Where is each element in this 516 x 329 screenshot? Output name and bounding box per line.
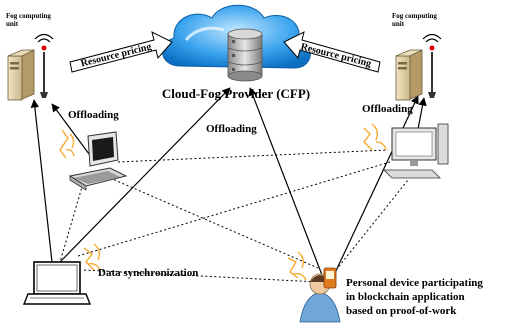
antenna-right-icon (422, 33, 442, 98)
dotted-laptop-to-pc-right (77, 161, 391, 257)
link-phone-to-fog-right (333, 95, 419, 276)
dotted-links (59, 149, 409, 283)
dotted-desktop-to-pc-right (117, 149, 389, 163)
dotted-phone-to-pc-right (335, 179, 409, 271)
antenna-left-icon (34, 33, 54, 98)
fog-server-left-icon (7, 49, 35, 101)
fog-server-right-icon (395, 49, 423, 101)
wifi-signal-desktop-icon (59, 129, 75, 159)
wifi-signal-laptop-icon (83, 243, 101, 271)
personal-device-line3: based on proof-of-work (346, 305, 457, 317)
resource-pricing-arrow-left: Resource pricing (69, 31, 173, 73)
fog-right-label-line2: unit (392, 20, 405, 28)
wifi-signal-phone-icon (287, 251, 307, 281)
pc-right-icon (383, 123, 449, 179)
link-laptop-to-cloud (59, 87, 231, 263)
laptop-icon (22, 261, 92, 305)
personal-device-line1: Personal device participating (346, 277, 483, 289)
resource-pricing-left-label: Resource pricing (80, 41, 153, 69)
dotted-laptop-to-phone (83, 269, 319, 283)
offloading-left-label: Offloading (68, 109, 119, 121)
person-with-phone-icon (299, 267, 341, 323)
personal-device-line2: in blockchain application (346, 291, 465, 303)
offloading-right-label: Offloading (362, 103, 413, 115)
wifi-signal-pc-right-icon (363, 123, 387, 151)
data-sync-label: Data synchronization (98, 267, 198, 279)
dotted-desktop-to-laptop (59, 179, 85, 263)
link-desktop-to-fog-left (51, 103, 93, 159)
database-icon (227, 28, 263, 82)
offloading-center-label: Offloading (206, 123, 257, 135)
cloud-label: Cloud-Fog Provider (CFP) (162, 86, 310, 101)
desktop-computer-icon (68, 131, 128, 191)
link-laptop-to-fog-left (30, 99, 53, 263)
fog-left-label-line1: Fog computing (6, 12, 51, 20)
fog-left-label-line2: unit (6, 20, 19, 28)
link-phone-to-cloud (248, 87, 323, 276)
dotted-desktop-to-phone (109, 177, 319, 269)
fog-right-label-line1: Fog computing (392, 12, 437, 20)
